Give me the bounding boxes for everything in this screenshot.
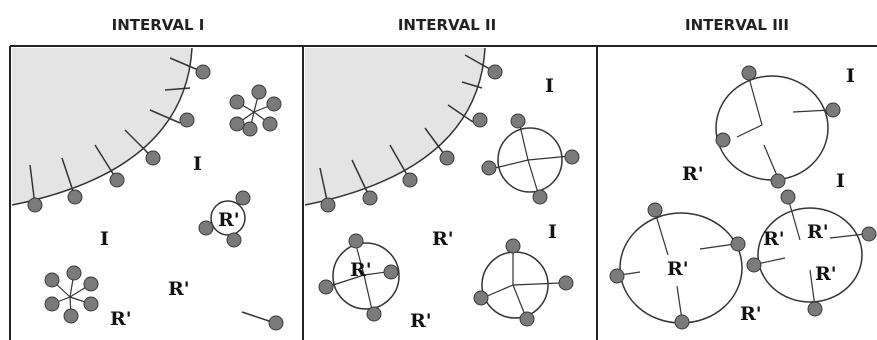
receptor-cluster bbox=[44, 265, 99, 324]
beads bbox=[27, 64, 211, 213]
panel-interval-1: I I R' R' R' bbox=[11, 47, 284, 331]
label-i: I bbox=[545, 75, 554, 97]
ring-complex bbox=[746, 189, 877, 317]
label-r-prime: R' bbox=[740, 303, 762, 325]
label-r-prime: R' bbox=[410, 310, 432, 332]
header-interval-3: INTERVAL III bbox=[685, 16, 789, 34]
ring-complex bbox=[481, 113, 580, 205]
label-i: I bbox=[548, 221, 557, 243]
ring-complex bbox=[198, 190, 251, 248]
label-i: I bbox=[846, 65, 855, 87]
label-r-prime: R' bbox=[110, 308, 132, 330]
label-r-prime: R' bbox=[168, 278, 190, 300]
label-r-prime: R' bbox=[218, 209, 240, 231]
receptor-cluster bbox=[229, 84, 282, 137]
header-interval-2: INTERVAL II bbox=[398, 16, 496, 34]
label-r-prime: R' bbox=[763, 228, 785, 250]
panel-frame bbox=[9, 45, 877, 340]
label-i: I bbox=[100, 228, 109, 250]
panel-interval-3: I I R' R' R' R' R' R' bbox=[609, 65, 877, 330]
label-i: I bbox=[836, 170, 845, 192]
cell-surface bbox=[305, 48, 485, 205]
ring-complex bbox=[609, 202, 746, 330]
label-r-prime: R' bbox=[815, 263, 837, 285]
label-i: I bbox=[193, 153, 202, 175]
label-r-prime: R' bbox=[350, 259, 372, 281]
label-r-prime: R' bbox=[432, 228, 454, 250]
header-interval-1: INTERVAL I bbox=[112, 16, 205, 34]
beads bbox=[320, 64, 503, 213]
ring-complex bbox=[715, 65, 841, 189]
cell-surface bbox=[12, 48, 192, 205]
cell-edge bbox=[304, 47, 486, 206]
panel-interval-2: I I R' R' R' bbox=[304, 47, 580, 332]
free-receptor bbox=[241, 311, 284, 331]
ring-complex bbox=[318, 233, 400, 322]
label-r-prime: R' bbox=[667, 258, 689, 280]
label-r-prime: R' bbox=[807, 221, 829, 243]
ring-complex bbox=[473, 238, 574, 327]
label-r-prime: R' bbox=[682, 163, 704, 185]
